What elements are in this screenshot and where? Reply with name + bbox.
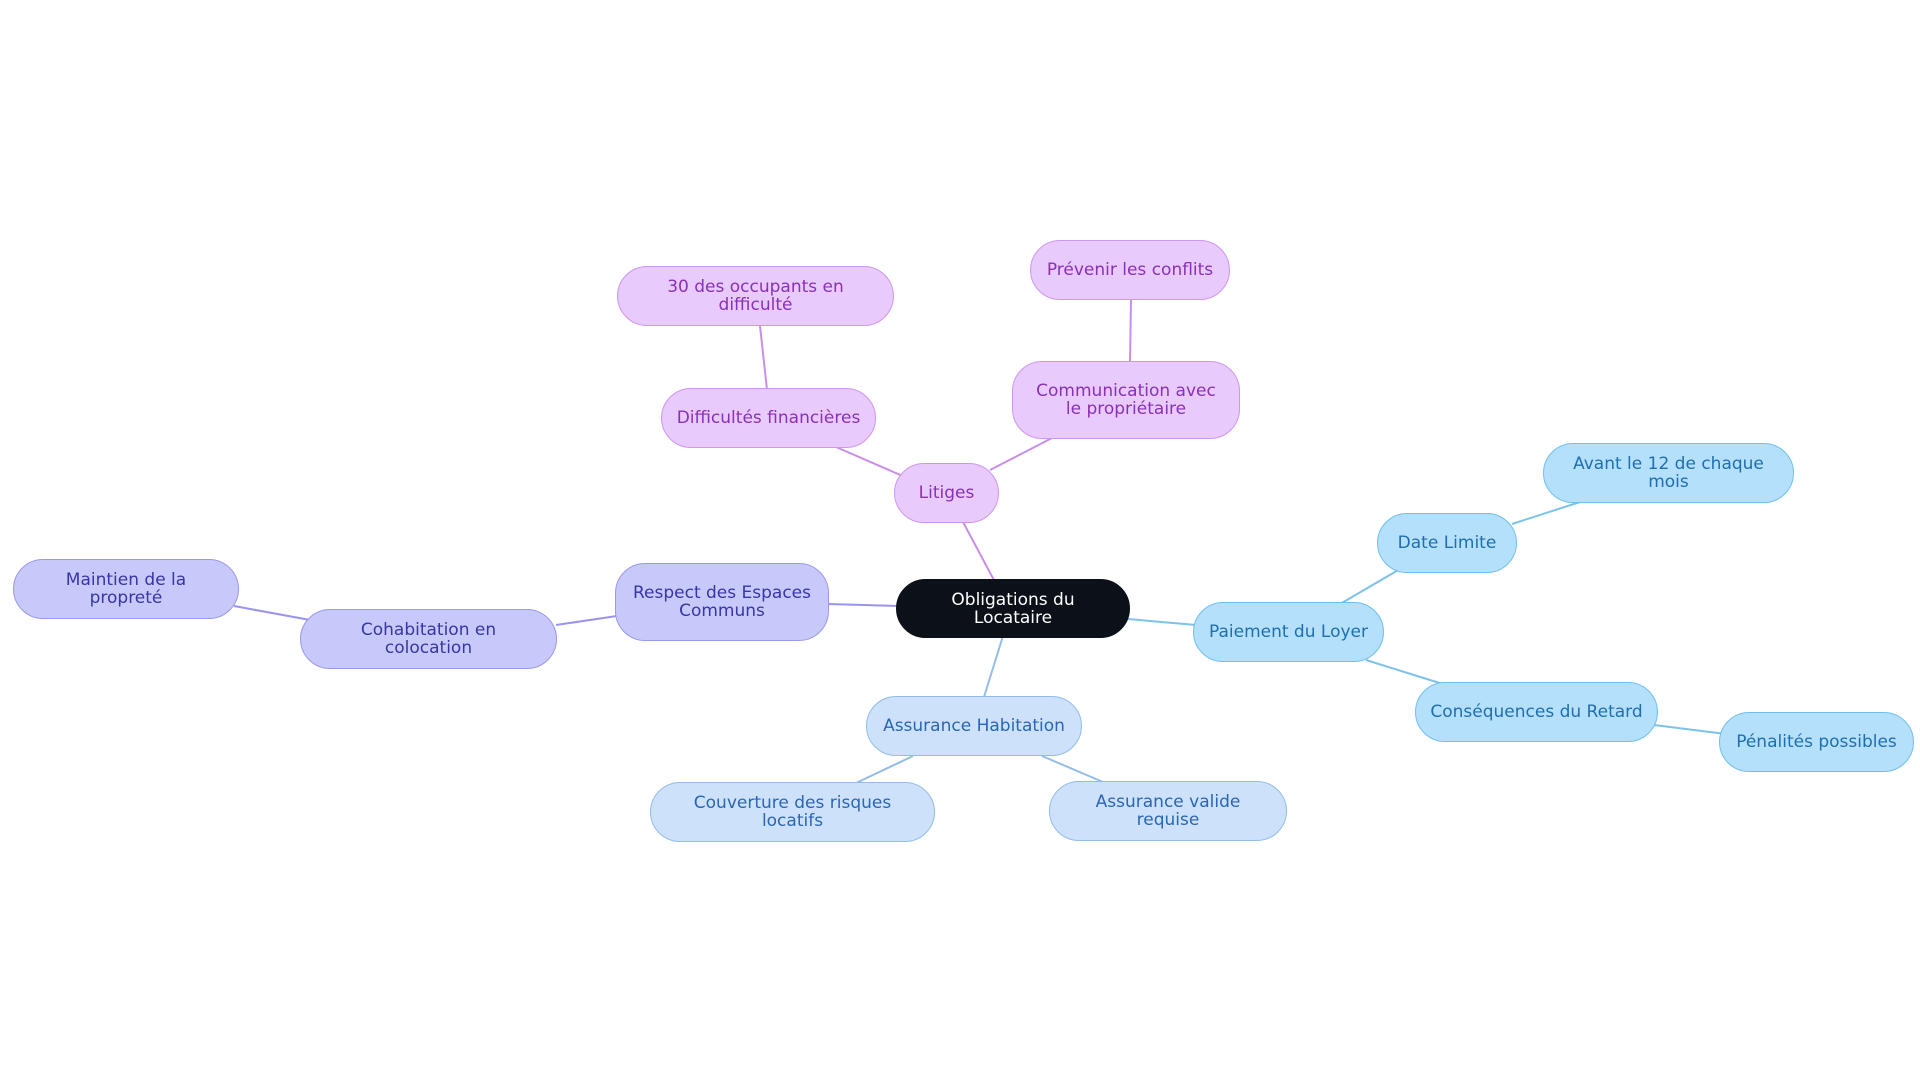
node-late[interactable]: Conséquences du Retard xyxy=(1415,682,1658,742)
edge-root-common xyxy=(827,603,901,607)
node-clean[interactable]: Maintien de la propreté xyxy=(13,559,239,619)
node-insurance[interactable]: Assurance Habitation xyxy=(866,696,1082,756)
edge-deadline-detail xyxy=(1511,501,1581,525)
node-valid[interactable]: Assurance valide requise xyxy=(1049,781,1287,841)
edge-late-detail xyxy=(1653,724,1727,735)
node-late-detail[interactable]: Pénalités possibles xyxy=(1719,712,1914,772)
edge-disputes-financial xyxy=(835,446,906,478)
node-financial[interactable]: Difficultés financières xyxy=(661,388,876,448)
edge-insurance-coverage xyxy=(853,755,914,785)
root-node[interactable]: Obligations du Locataire xyxy=(896,579,1130,638)
edge-financial-detail xyxy=(759,325,768,391)
node-payment[interactable]: Paiement du Loyer xyxy=(1193,602,1384,662)
node-cohab[interactable]: Cohabitation en colocation xyxy=(300,609,557,669)
edge-insurance-valid xyxy=(1041,755,1104,783)
edge-root-insurance xyxy=(983,635,1004,698)
node-common[interactable]: Respect des Espaces Communs xyxy=(615,563,829,641)
edge-root-payment xyxy=(1127,618,1197,626)
node-communication[interactable]: Communication avec le propriétaire xyxy=(1012,361,1240,439)
node-disputes[interactable]: Litiges xyxy=(894,463,999,523)
edge-communication-detail xyxy=(1129,298,1132,363)
edge-payment-deadline xyxy=(1339,568,1401,605)
node-deadline-detail[interactable]: Avant le 12 de chaque mois xyxy=(1543,443,1794,503)
node-coverage[interactable]: Couverture des risques locatifs xyxy=(650,782,935,842)
edge-cohab-clean xyxy=(233,605,311,621)
edge-common-cohab xyxy=(555,615,618,626)
node-financial-detail[interactable]: 30 des occupants en difficulté xyxy=(617,266,894,326)
node-communication-detail[interactable]: Prévenir les conflits xyxy=(1030,240,1230,300)
edge-disputes-communication xyxy=(989,437,1053,471)
node-deadline[interactable]: Date Limite xyxy=(1377,513,1517,573)
edge-payment-late xyxy=(1365,659,1447,686)
edge-root-disputes xyxy=(962,521,996,583)
